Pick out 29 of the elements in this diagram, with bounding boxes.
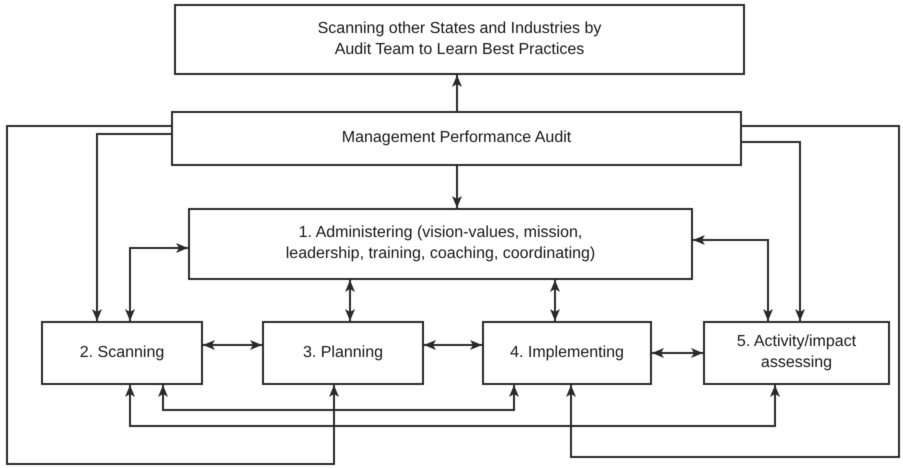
- process-box: [262, 321, 424, 385]
- arrow: [550, 280, 560, 321]
- box-label: 4. Implementing: [510, 342, 624, 363]
- box-label: Scanning other States and Industries by Audit Team to Learn Best Practices: [316, 18, 602, 60]
- arrow: [158, 385, 519, 411]
- arrow: [125, 385, 780, 427]
- arrow: [652, 348, 703, 358]
- arrow: [125, 243, 188, 321]
- box-label: 5. Activity/impact assessing: [736, 332, 858, 373]
- box-label: Management Performance Audit: [342, 128, 572, 148]
- arrow: [452, 166, 462, 208]
- box-label: 1. Administering (vision-values, mission, leadership, training, coaching, coordinating): [284, 223, 596, 264]
- process-box: [703, 321, 890, 385]
- arrow: [424, 340, 482, 350]
- arrow: [6, 125, 339, 465]
- arrow: [693, 235, 773, 321]
- arrow: [452, 75, 462, 111]
- heading-box: [174, 4, 745, 75]
- arrow: [742, 141, 805, 321]
- box-label: 3. Planning: [302, 342, 384, 363]
- arrow: [92, 133, 171, 321]
- process-box: [482, 321, 652, 385]
- arrow: [345, 280, 355, 321]
- arrow: [203, 340, 262, 350]
- process-box: [188, 208, 693, 280]
- box-label: 2. Scanning: [80, 342, 164, 363]
- arrow: [566, 125, 900, 458]
- process-box: [171, 111, 742, 166]
- process-box: [41, 321, 203, 385]
